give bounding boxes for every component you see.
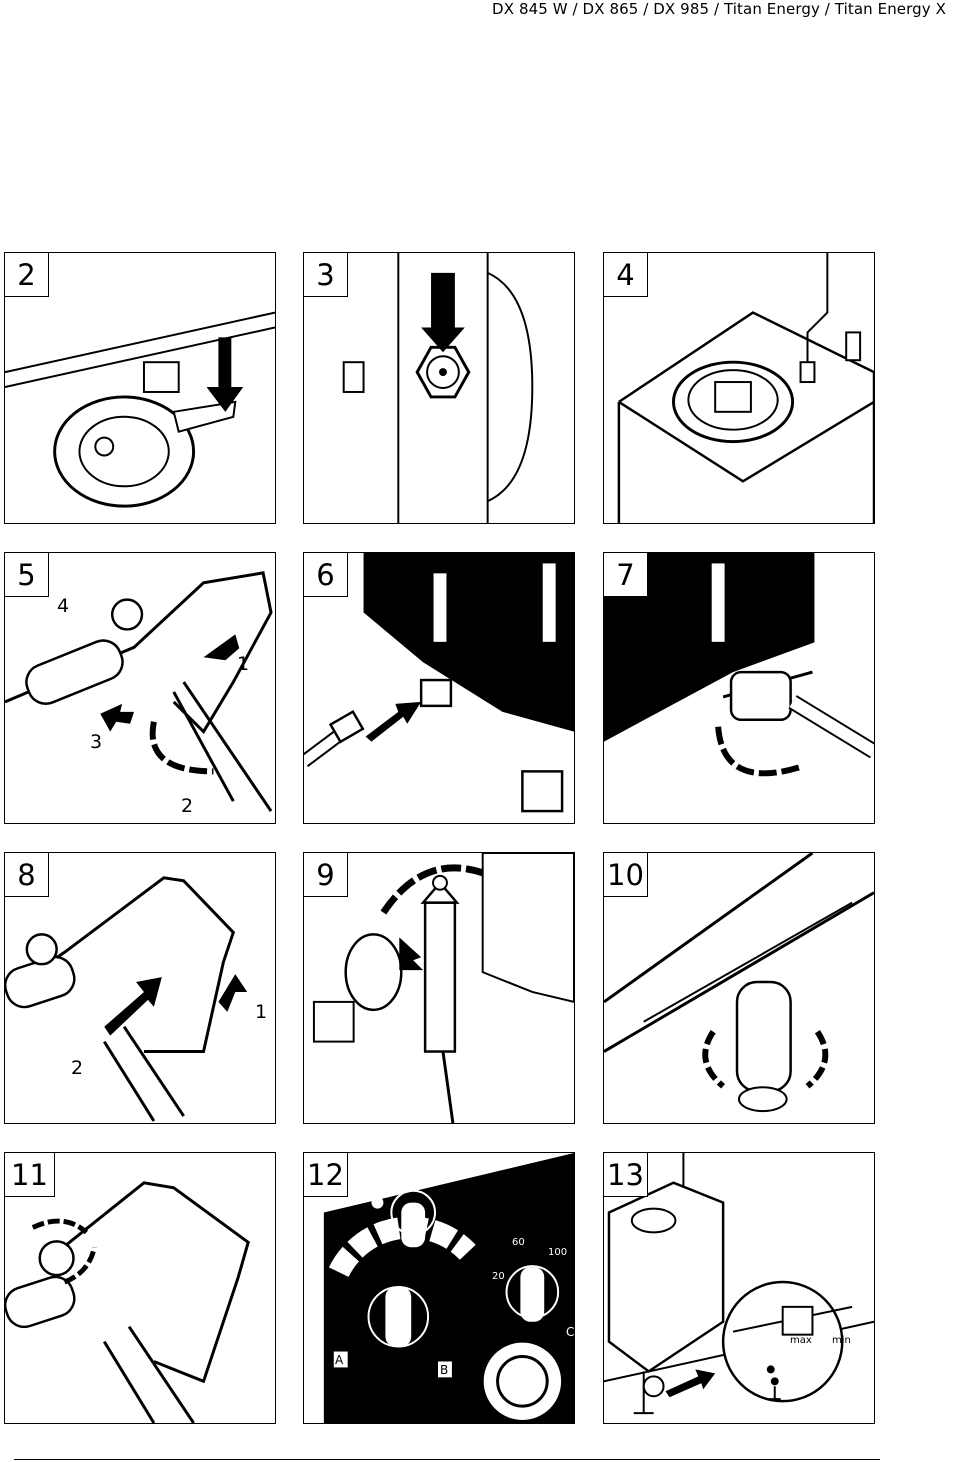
pump-plug-illustration [342,253,534,523]
pressure-valve-illustration [312,853,574,1123]
figure-number: 6 [304,553,348,597]
callout-label: 2 [71,1057,84,1079]
figure-panel-7: 7 [603,552,875,824]
mode-label: C [566,1325,575,1339]
footer-rule [14,1459,880,1460]
trigger-lock-illustration [5,876,248,1122]
dial-label: 100 [548,1247,568,1258]
level-label-min: min [832,1335,851,1346]
dial-label: 20 [492,1271,505,1282]
callout-label: 1 [237,653,250,675]
callout-label: 3 [90,731,103,753]
figure-number: 3 [304,253,348,297]
pressure-adjust-illustration [5,1181,250,1423]
tank-cap-illustration [617,253,874,523]
callout-label: 2 [181,795,194,817]
figure-panel-6: 6 [303,552,575,824]
caster-brake-illustration [5,311,275,508]
dial-label: 60 [512,1237,525,1248]
figure-number: 9 [304,853,348,897]
figure-panel-10: 10 [603,852,875,1124]
figure-panel-12: 12 0 60 100 20 A B C [303,1152,575,1424]
hose-connection-illustration [304,553,574,813]
figure-panel-3: 3 [303,252,575,524]
callout-label: 1 [255,1001,268,1023]
callout-label: 4 [57,595,70,617]
figure-number: 8 [5,853,49,897]
figure-number: 10 [604,853,648,897]
level-label-max: max [790,1335,812,1346]
figure-number: 4 [604,253,648,297]
mode-label: A [335,1353,344,1367]
lance-nozzle-illustration [604,853,874,1113]
control-panel-illustration [323,1153,574,1423]
spray-gun-lance-illustration [5,571,273,812]
dial-label: 0 [422,1169,429,1180]
detergent-tank-illustration [604,1153,874,1415]
figure-number: 11 [5,1153,55,1197]
document-header: DX 845 W / DX 865 / DX 985 / Titan Energ… [492,0,946,18]
figure-panel-2: 2 [4,252,276,524]
figure-number: 7 [604,553,648,597]
figure-number: 5 [5,553,49,597]
figure-panel-5: 5 4 1 3 2 [4,552,276,824]
figure-panel-8: 8 1 2 [4,852,276,1124]
hose-outlet-illustration [604,553,874,777]
mode-label: B [440,1363,449,1377]
figure-panel-9: 9 [303,852,575,1124]
figure-number: 2 [5,253,49,297]
figure-number: 13 [604,1153,648,1197]
figure-panel-11: 11 [4,1152,276,1424]
figure-panel-13: 13 max min [603,1152,875,1424]
figure-number: 12 [304,1153,348,1197]
figure-panel-4: 4 [603,252,875,524]
